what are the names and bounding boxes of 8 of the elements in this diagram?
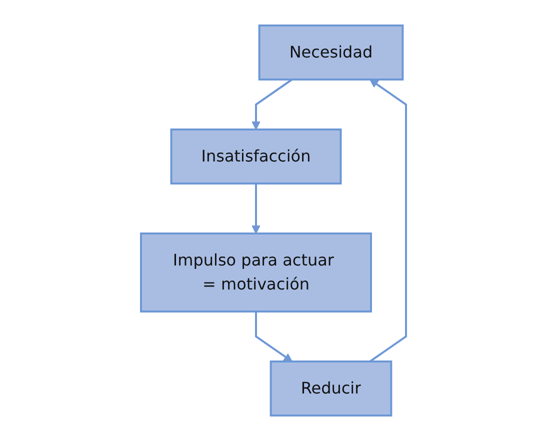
node-box: Insatisfacción xyxy=(170,128,342,184)
node-box: Reducir xyxy=(270,360,392,416)
arrow xyxy=(252,184,260,234)
arrow xyxy=(252,78,293,130)
arrow xyxy=(369,79,407,362)
node-box: Impulso para actuar = motivación xyxy=(140,232,372,312)
node-box: Necesidad xyxy=(258,24,404,80)
arrow xyxy=(255,312,292,362)
